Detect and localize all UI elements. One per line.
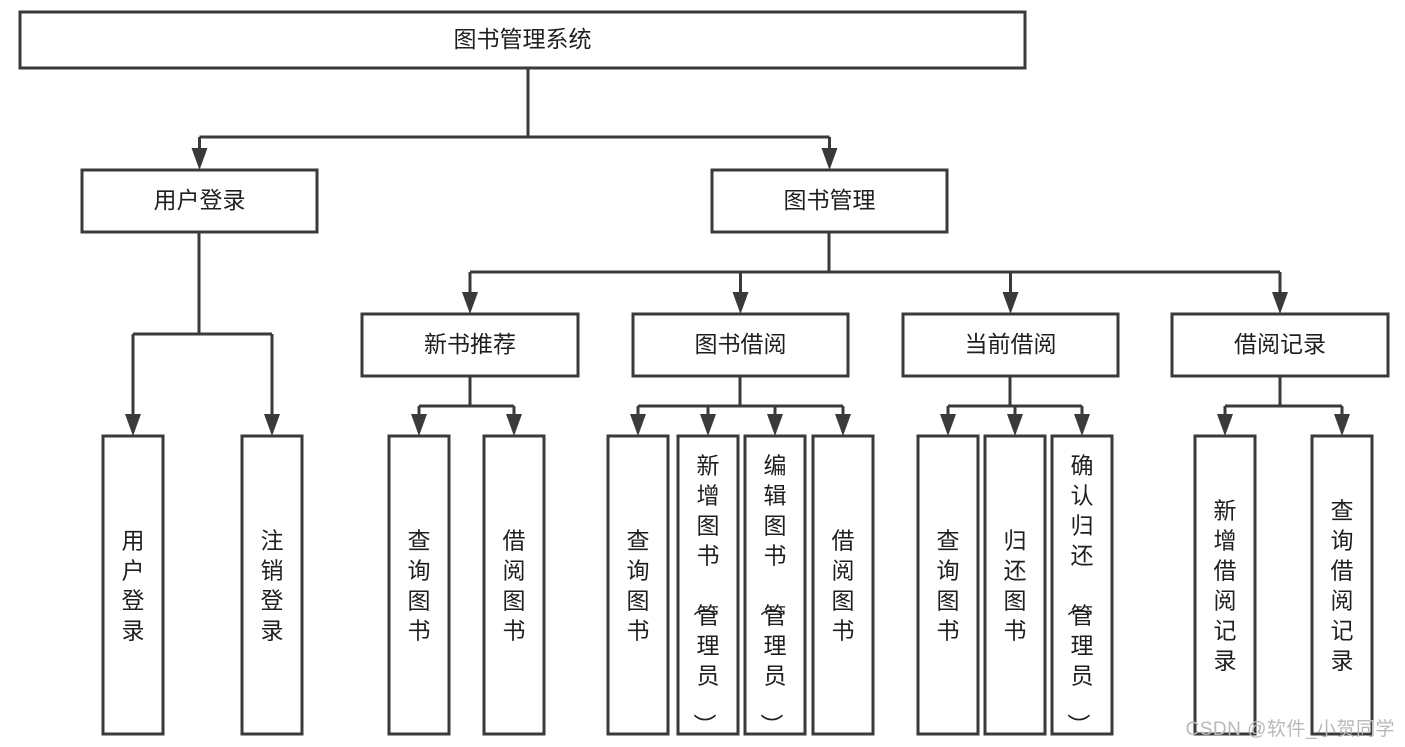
node-new-book-recommend[interactable]: 新书推荐 [360,312,580,378]
node-book-management[interactable]: 图书管理 [710,168,949,234]
arrow-head-icon [191,148,208,170]
node-label-leaf-borrow-book: 借阅图书 [832,527,855,643]
node-box-leaf-add-book-admin[interactable] [676,434,740,736]
node-box-new-book-recommend[interactable] [360,312,580,378]
node-leaf-add-book-admin[interactable]: 新增图书（管理员） [676,434,740,736]
node-book-borrow[interactable]: 图书借阅 [631,312,850,378]
arrow-head-icon [1334,414,1350,436]
connector-current-borrow-to-leaves [940,376,1090,436]
node-leaf-query-book-current[interactable]: 查询图书 [916,434,980,736]
node-label-leaf-query-book-borrow: 查询图书 [627,527,650,643]
node-label-leaf-add-book-admin: 新增图书（管理员） [692,452,720,736]
node-leaf-edit-book-admin[interactable]: 编辑图书（管理员） [743,434,807,736]
node-box-leaf-return-book[interactable] [983,434,1047,736]
arrow-head-icon [940,414,956,436]
node-box-book-management[interactable] [710,168,949,234]
arrow-head-icon [506,414,522,436]
node-leaf-query-book-borrow[interactable]: 查询图书 [606,434,670,736]
arrow-head-icon [1217,414,1233,436]
node-leaf-add-borrow-record[interactable]: 新增借阅记录 [1193,434,1257,736]
node-box-current-borrow[interactable] [901,312,1120,378]
node-leaf-user-login[interactable]: 用户登录 [101,434,165,736]
connector-borrow-record-to-leaves [1217,376,1350,436]
arrow-head-icon [462,292,478,314]
connector-book-borrow-to-leaves [630,376,851,436]
node-label-current-borrow: 当前借阅 [965,331,1057,357]
arrow-head-icon [411,414,427,436]
arrow-head-icon [264,414,280,436]
arrow-head-icon [732,292,749,314]
arrow-head-icon [1074,414,1090,436]
node-root[interactable]: 图书管理系统 [18,10,1027,70]
node-box-leaf-query-book-current[interactable] [916,434,980,736]
node-current-borrow[interactable]: 当前借阅 [901,312,1120,378]
arrow-head-icon [630,414,646,436]
node-label-leaf-user-login: 用户登录 [122,527,145,643]
node-box-leaf-logout[interactable] [240,434,304,736]
node-layer: 图书管理系统用户登录图书管理新书推荐图书借阅当前借阅借阅记录用户登录注销登录查询… [18,10,1390,736]
node-borrow-record[interactable]: 借阅记录 [1170,312,1390,378]
node-leaf-borrow-book-recommend[interactable]: 借阅图书 [482,434,546,736]
node-box-leaf-user-login[interactable] [101,434,165,736]
connector-book-management-to-level3 [462,232,1288,314]
node-leaf-query-book-recommend[interactable]: 查询图书 [387,434,451,736]
node-box-leaf-borrow-book-recommend[interactable] [482,434,546,736]
node-box-borrow-record[interactable] [1170,312,1390,378]
node-box-leaf-borrow-book[interactable] [811,434,875,736]
node-box-leaf-query-book-recommend[interactable] [387,434,451,736]
node-box-user-login[interactable] [80,168,319,234]
node-label-root: 图书管理系统 [454,26,592,52]
node-box-book-borrow[interactable] [631,312,850,378]
node-label-book-management: 图书管理 [784,187,876,213]
arrow-head-icon [1002,292,1019,314]
connector-root-to-level2 [191,68,838,170]
arrow-head-icon [1007,414,1023,436]
arrow-head-icon [767,414,783,436]
node-box-leaf-query-borrow-record[interactable] [1310,434,1374,736]
connector-user-login-to-leaves [125,232,280,436]
arrow-head-icon [700,414,716,436]
node-box-leaf-add-borrow-record[interactable] [1193,434,1257,736]
node-label-user-login: 用户登录 [154,187,246,213]
node-label-leaf-return-book: 归还图书 [1004,527,1027,643]
node-box-leaf-edit-book-admin[interactable] [743,434,807,736]
node-box-root[interactable] [18,10,1027,70]
node-leaf-return-book[interactable]: 归还图书 [983,434,1047,736]
arrow-head-icon [821,148,838,170]
node-leaf-logout[interactable]: 注销登录 [240,434,304,736]
node-label-leaf-add-borrow-record: 新增借阅记录 [1214,497,1237,673]
arrow-head-icon [125,414,141,436]
node-label-leaf-query-borrow-record: 查询借阅记录 [1331,497,1354,673]
arrow-head-icon [835,414,851,436]
node-label-leaf-borrow-book-recommend: 借阅图书 [503,527,526,643]
node-box-leaf-confirm-return-admin[interactable] [1050,434,1114,736]
node-leaf-confirm-return-admin[interactable]: 确认归还（管理员） [1050,434,1114,736]
node-label-new-book-recommend: 新书推荐 [424,331,516,357]
connector-new-book-recommend-to-leaves [411,376,522,436]
node-label-leaf-edit-book-admin: 编辑图书（管理员） [759,452,787,736]
node-user-login[interactable]: 用户登录 [80,168,319,234]
node-label-leaf-query-book-recommend: 查询图书 [408,527,431,643]
node-label-leaf-confirm-return-admin: 确认归还（管理员） [1066,452,1094,736]
node-label-leaf-query-book-current: 查询图书 [937,527,960,643]
connector-layer [125,68,1350,436]
node-label-borrow-record: 借阅记录 [1234,331,1326,357]
node-leaf-borrow-book[interactable]: 借阅图书 [811,434,875,736]
node-box-leaf-query-book-borrow[interactable] [606,434,670,736]
arrow-head-icon [1272,292,1288,314]
node-label-book-borrow: 图书借阅 [695,331,787,357]
node-leaf-query-borrow-record[interactable]: 查询借阅记录 [1310,434,1374,736]
node-label-leaf-logout: 注销登录 [261,527,284,643]
